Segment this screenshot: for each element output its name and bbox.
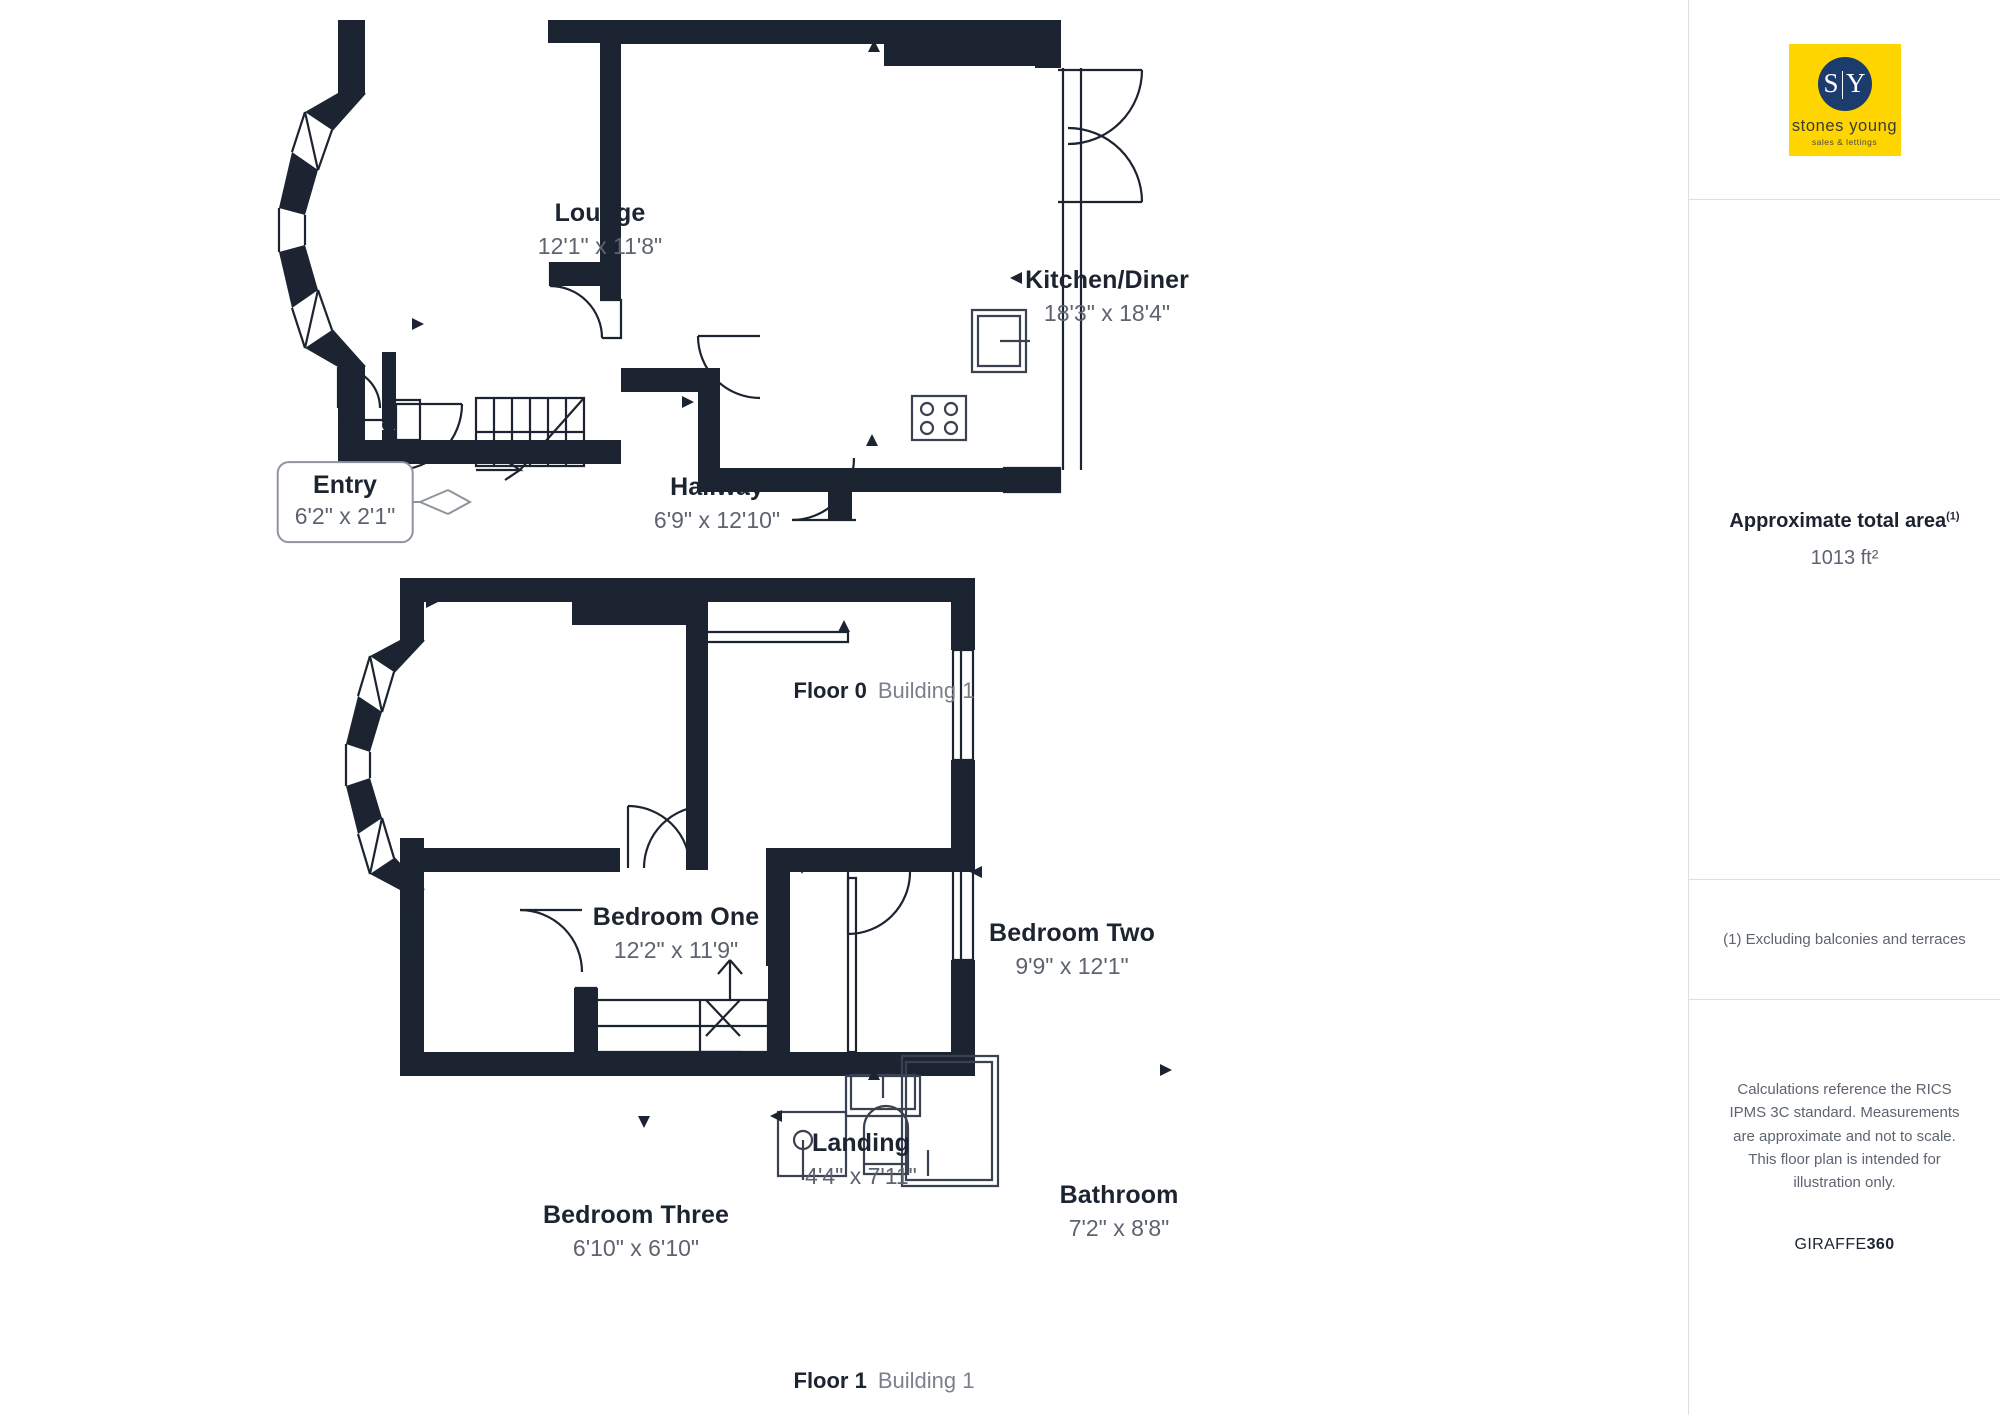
dimension-arrows-floor1: [426, 596, 1172, 1128]
building-name: Building 1: [877, 678, 975, 703]
room-callout-entry: Entry 6'2" x 2'1": [276, 461, 414, 543]
brand-prefix: GIRAFFE: [1794, 1236, 1867, 1254]
staircase-ground: [474, 396, 586, 481]
room-dimensions: 6'2" x 2'1": [294, 503, 396, 530]
monogram-divider: [1841, 70, 1844, 99]
giraffe360-brand: GIRAFFE360: [1794, 1236, 1894, 1254]
floorplan-canvas: .wall { fill:#1b2430; } .thin { fill:non…: [276, 20, 1189, 1394]
footnote-text: (1) Excluding balconies and terraces: [1723, 931, 1966, 948]
footnote-cell: (1) Excluding balconies and terraces: [1689, 880, 2000, 1000]
total-area-title: Approximate total area(1): [1729, 510, 1959, 533]
total-area-footnote-marker: (1): [1946, 509, 1960, 522]
floor-caption-0: Floor 0 Building 1: [794, 678, 975, 704]
hob-fixture: [910, 394, 968, 442]
bathroom-fixtures: [776, 1054, 1000, 1188]
brand-suffix: 360: [1866, 1236, 1895, 1254]
floor-0-geometry: [277, 20, 1144, 522]
dimension-arrows-floor0: [392, 36, 1022, 458]
disclaimer-cell: Calculations reference the RICS IPMS 3C …: [1689, 1000, 2000, 1415]
floorplan-drawing: .wall { fill:#1b2430; } .thin { fill:non…: [277, 20, 1172, 1188]
disclaimer-text: Calculations reference the RICS IPMS 3C …: [1729, 1081, 1960, 1191]
floor-number: Floor 0: [793, 678, 867, 703]
kitchen-double-doors: [1058, 68, 1144, 204]
building-name: Building 1: [877, 1368, 975, 1393]
monogram-s: S: [1823, 68, 1839, 98]
logo-tagline: sales & lettings: [1811, 137, 1878, 147]
floor-number: Floor 1: [793, 1368, 867, 1393]
staircase-first: [594, 959, 770, 1054]
monogram-y: Y: [1846, 68, 1866, 98]
floor-caption-1: Floor 1 Building 1: [794, 1368, 975, 1394]
room-name: Entry: [313, 471, 377, 500]
total-area-cell: Approximate total area(1) 1013 ft²: [1689, 200, 2000, 880]
total-area-value: 1013 ft²: [1810, 546, 1879, 569]
total-area-label: Approximate total area: [1729, 509, 1947, 532]
logo-company-name: stones young: [1791, 116, 1898, 135]
bay-window-ground: [277, 92, 366, 368]
floor-1-geometry: [344, 578, 1172, 1188]
